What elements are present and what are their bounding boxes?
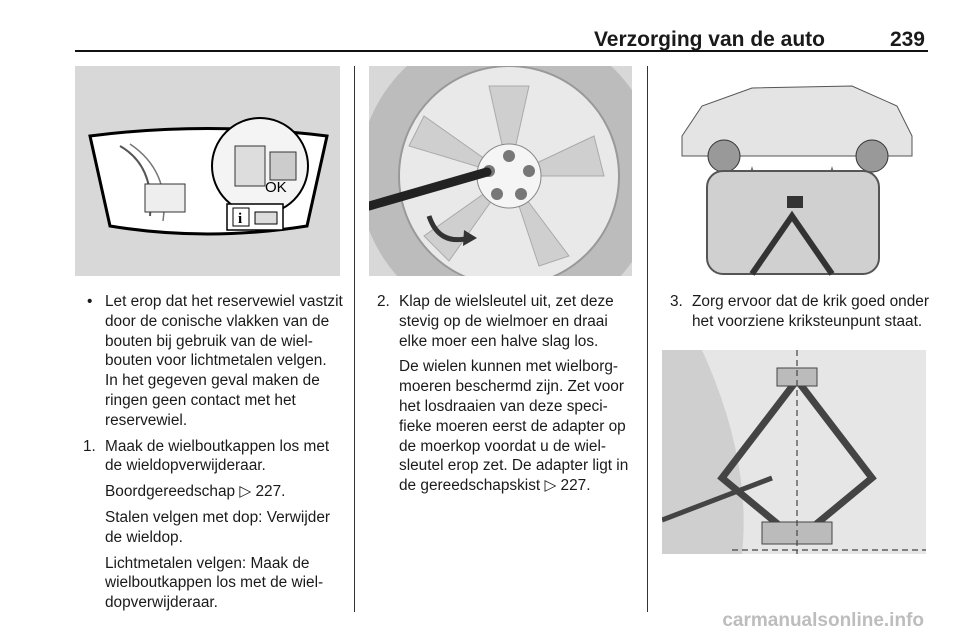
step-text: Klap de wielsleutel uit, zet deze stevig… — [399, 293, 614, 350]
step-1: 1. Maak de wielboutkappen los met de wie… — [75, 437, 343, 613]
header-rule — [75, 50, 928, 52]
bullet-text: Let erop dat het reservewiel vast­zit do… — [105, 293, 343, 429]
step-number: 3. — [670, 293, 683, 310]
ok-label: OK — [265, 179, 287, 196]
figure-wheel-bolt-cap: OK i — [75, 66, 340, 276]
step-2: 2. Klap de wielsleutel uit, zet deze ste… — [369, 292, 635, 496]
column-divider-2 — [647, 66, 648, 612]
watermark: carmanualsonline.info — [722, 610, 924, 631]
step-text: Zorg ervoor dat de krik goed onder het v… — [692, 293, 929, 330]
page-header: Verzorging van de auto 239 — [75, 22, 925, 51]
column-1-text: • Let erop dat het reservewiel vast­zit … — [75, 292, 343, 619]
figure-jack-closeup — [662, 350, 926, 554]
step-number: 2. — [377, 293, 390, 310]
step-paragraph: Boordgereedschap ▷ 227. — [105, 483, 286, 501]
figure-wheel-wrench — [369, 66, 632, 276]
column-3-text: 3. Zorg ervoor dat de krik goed onder he… — [662, 292, 930, 338]
column-divider-1 — [354, 66, 355, 612]
step-paragraph: De wielen kunnen met wielborg­moeren bes… — [399, 358, 629, 495]
page-title: Verzorging van de auto — [593, 28, 825, 51]
step-paragraph: Lichtmetalen velgen: Maak de wielboutkap… — [105, 554, 324, 612]
step-text: Maak de wielboutkappen los met de wieldo… — [105, 437, 330, 475]
step-3: 3. Zorg ervoor dat de krik goed onder he… — [662, 292, 930, 332]
step-number: 1. — [83, 437, 96, 455]
page-number: 239 — [889, 28, 925, 51]
column-2-text: 2. Klap de wielsleutel uit, zet deze ste… — [369, 292, 635, 502]
bullet-note: • Let erop dat het reservewiel vast­zit … — [75, 292, 343, 431]
figure-car-jack-points — [662, 66, 926, 276]
step-paragraph: Stalen velgen met dop: Verwijder de wiel… — [105, 508, 331, 546]
bullet-dot: • — [87, 293, 93, 310]
info-icon: i — [238, 211, 242, 227]
